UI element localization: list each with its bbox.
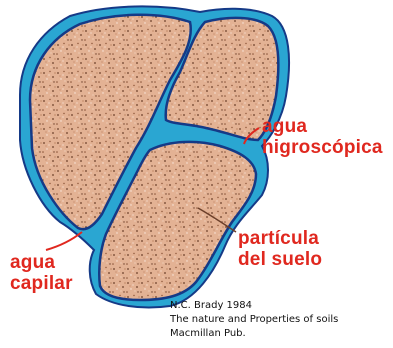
capillary-water-label-line2: capilar [10, 273, 73, 294]
hygroscopic-water-label-line1: agua [262, 116, 383, 137]
hygroscopic-water-label: agua higroscópica [262, 116, 383, 158]
hygroscopic-water-label-line2: higroscópica [262, 137, 383, 158]
soil-particle-label: partícula del suelo [238, 228, 322, 270]
citation-title: The nature and Properties of soils [170, 313, 338, 327]
citation-publisher: Macmillan Pub. [170, 327, 338, 341]
citation-author: N.C. Brady 1984 [170, 299, 338, 313]
capillary-water-label: agua capilar [10, 252, 73, 294]
soil-particle-label-line1: partícula [238, 228, 322, 249]
soil-particle-label-line2: del suelo [238, 249, 322, 270]
citation: N.C. Brady 1984 The nature and Propertie… [170, 299, 338, 341]
capillary-water-label-line1: agua [10, 252, 73, 273]
